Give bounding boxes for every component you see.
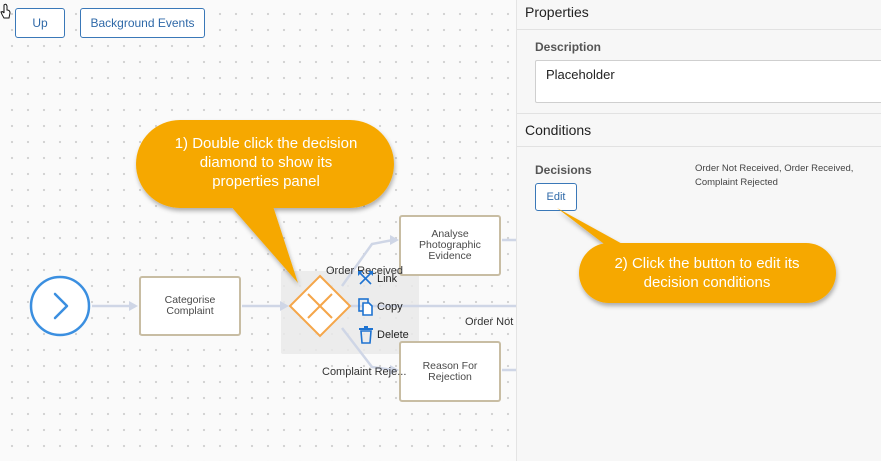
context-menu-delete-label: Delete — [377, 329, 409, 341]
properties-panel: Properties Description Placeholder Condi… — [516, 0, 881, 461]
edge-label-complaint-rejected: Complaint Reje... — [322, 366, 407, 378]
up-button[interactable]: Up — [15, 8, 65, 38]
conditions-title: Conditions — [525, 122, 592, 138]
context-menu-copy-label: Copy — [377, 301, 403, 313]
divider — [517, 29, 881, 30]
start-event-circle — [29, 275, 91, 337]
trash-icon — [359, 326, 373, 344]
description-input[interactable]: Placeholder — [535, 60, 881, 103]
arrowhead — [390, 365, 399, 375]
edge-label-order-received: Order Received — [326, 265, 404, 277]
divider — [517, 146, 881, 147]
node-analyse-photographic-evidence[interactable]: Analyse Photographic Evidence — [399, 215, 501, 276]
diagram-connectors — [29, 235, 516, 375]
description-label: Description — [535, 40, 602, 54]
callout-text-step1: 1) Double click the decision diamond to … — [174, 135, 358, 190]
background-events-button[interactable]: Background Events — [80, 8, 205, 38]
node-reason-for-rejection[interactable]: Reason For Rejection — [399, 341, 501, 402]
properties-title: Properties — [525, 4, 589, 20]
edit-decisions-button[interactable]: Edit — [535, 183, 577, 211]
context-menu-delete[interactable]: Delete — [359, 326, 409, 344]
connector-complaint-rejected — [341, 327, 394, 372]
cursor-icon — [0, 2, 12, 25]
decision-diamond[interactable] — [288, 274, 352, 338]
connector-order-received — [340, 238, 394, 287]
context-menu-link-label: Link — [377, 272, 398, 285]
decisions-value: Order Not Received, Order Received, Comp… — [695, 163, 854, 188]
copy-icon — [358, 298, 373, 316]
context-menu-copy[interactable]: Copy — [358, 298, 403, 316]
decisions-label: Decisions — [535, 163, 592, 177]
divider — [517, 113, 881, 114]
link-icon — [358, 271, 373, 285]
arrowhead — [390, 235, 399, 245]
node-categorise-complaint[interactable]: Categorise Complaint — [139, 276, 241, 336]
edge-label-order-not: Order Not — [465, 316, 514, 328]
callout-text-step2: 2) Click the button to edit its decision… — [614, 255, 800, 291]
arrowhead — [129, 301, 138, 311]
arrowhead — [280, 301, 289, 311]
diagram-canvas[interactable]: Up Background Events Cate — [0, 0, 516, 461]
chevron-right-icon — [53, 292, 69, 320]
context-menu-link[interactable]: Link — [358, 271, 397, 286]
